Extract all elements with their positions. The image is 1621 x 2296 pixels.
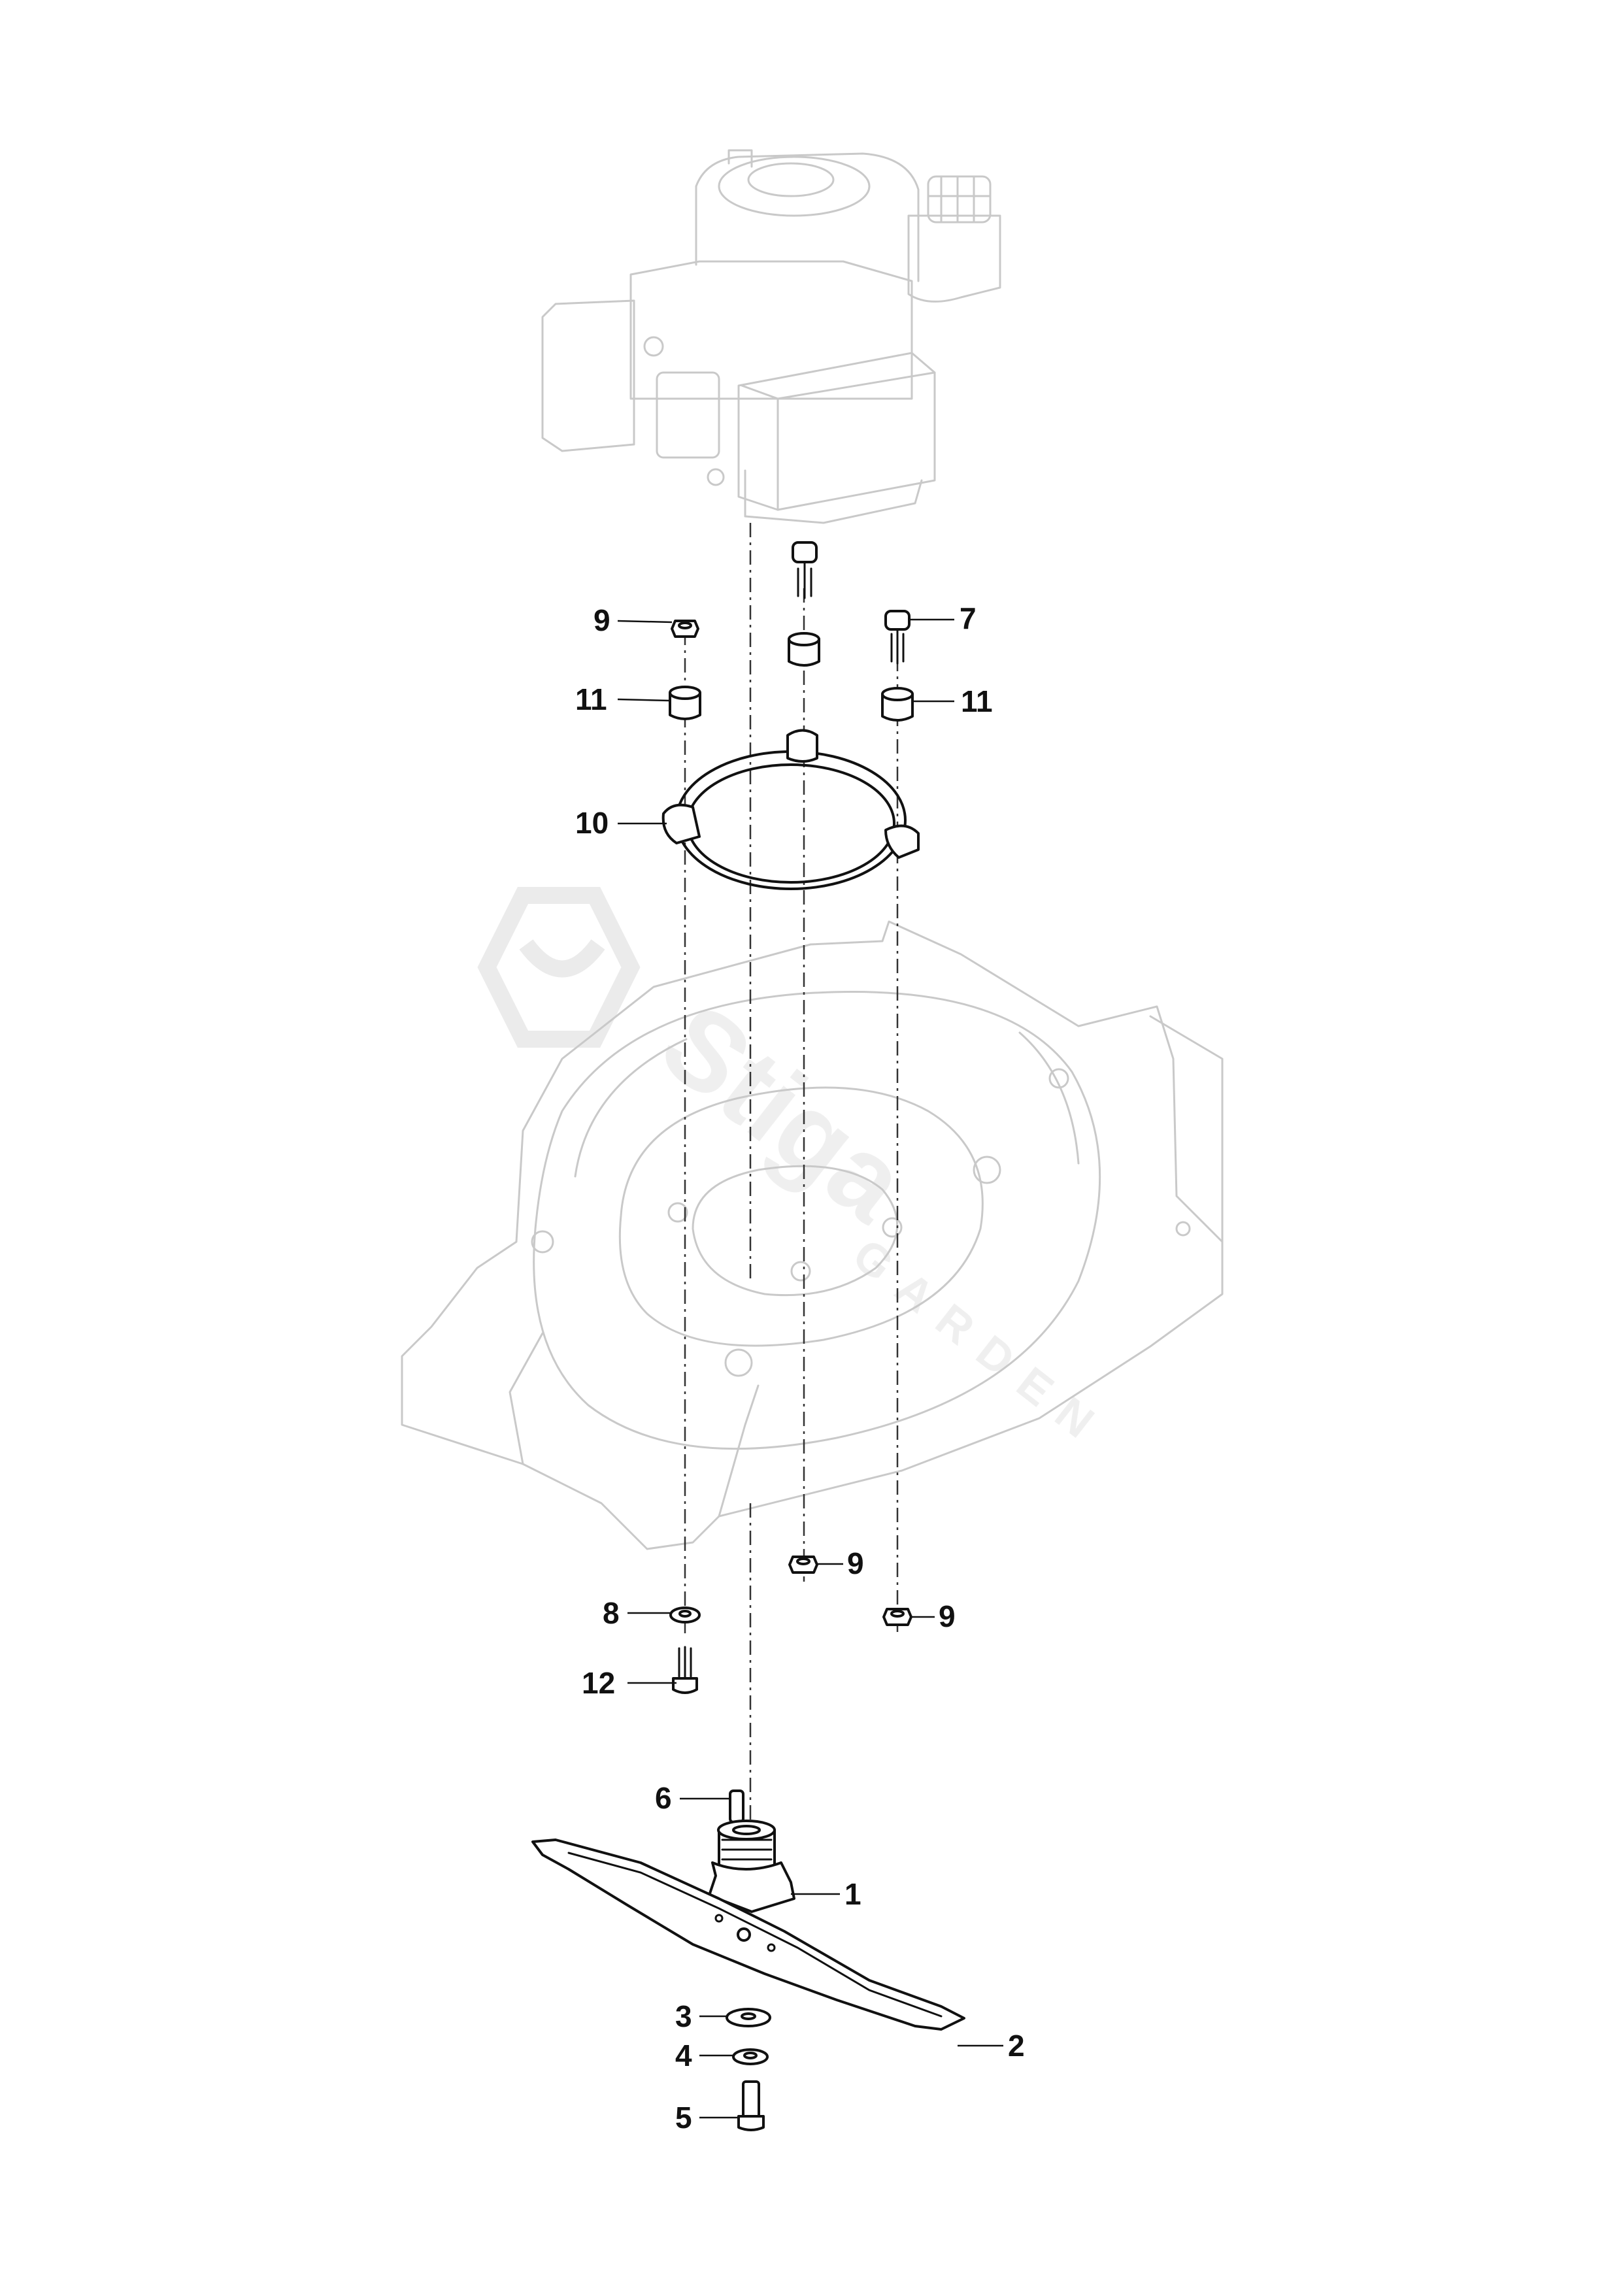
deck-hole-3 <box>790 1261 811 1282</box>
nut-top-hole <box>678 622 692 629</box>
blade-adapter-bore <box>732 1825 761 1835</box>
pin-6 <box>729 1789 744 1823</box>
callout-7: 7 <box>960 601 977 635</box>
deck-center-opening <box>692 1165 899 1297</box>
callout-10: 10 <box>575 806 609 840</box>
engine-filter-edge <box>741 371 936 400</box>
callout-11-left: 11 <box>575 682 607 716</box>
callout-9-right: 9 <box>939 1599 956 1633</box>
mount-parts <box>661 541 920 890</box>
engine-bolt-2 <box>707 468 725 486</box>
nut-right-hole <box>890 1610 905 1618</box>
engine-ghost <box>541 149 1001 524</box>
callout-9-mid: 9 <box>847 1546 864 1580</box>
callout-8: 8 <box>603 1596 620 1630</box>
deck-hole-4 <box>973 1156 1001 1184</box>
callout-5: 5 <box>675 2101 692 2135</box>
callouts: 9 11 11 7 10 9 9 8 12 6 1 2 3 4 5 <box>575 601 1025 2135</box>
mower-deck-ghost <box>401 920 1224 1550</box>
deck-hole-8 <box>1175 1221 1191 1237</box>
callout-11-right: 11 <box>961 684 993 718</box>
bolt-5-head <box>737 2115 765 2131</box>
bolt-5-shank <box>742 2080 760 2119</box>
spacer-11-right <box>881 693 914 722</box>
engine-carb <box>656 371 720 459</box>
engine-air-filter <box>737 352 936 511</box>
engine-top-cover <box>718 156 871 217</box>
watermark-logo-mark <box>519 939 605 978</box>
spacer-center-top <box>788 632 820 646</box>
fuel-cap-icon <box>927 175 992 224</box>
callout-9-top: 9 <box>593 603 610 637</box>
mount-ring-outer <box>675 750 907 890</box>
watermark-logo-icon <box>477 887 641 1048</box>
fuel-cap-ridges <box>927 175 992 224</box>
blade-hole-2 <box>767 1943 776 1952</box>
callout-6: 6 <box>655 1781 672 1815</box>
deck-hole-7 <box>1048 1068 1069 1089</box>
leader-lines <box>617 618 1003 2119</box>
blade-hole-center <box>737 1927 751 1942</box>
deck-hole-1 <box>667 1202 688 1223</box>
leader-9-top <box>617 620 673 624</box>
callout-12: 12 <box>582 1666 615 1700</box>
callout-4: 4 <box>675 2038 692 2072</box>
deck-chute <box>718 1384 760 1518</box>
lower-parts <box>531 1556 965 2131</box>
callout-1: 1 <box>844 1877 861 1911</box>
spacer-center <box>788 638 820 667</box>
mount-ring-lug-right <box>884 824 920 859</box>
deck-hole-5 <box>531 1230 554 1254</box>
watermark-brand: Stiga <box>639 980 930 1245</box>
washer-3-hole <box>741 2012 756 2020</box>
deck-dome <box>533 991 1101 1450</box>
watermark-tagline: GARDEN <box>844 1229 1118 1459</box>
mount-ring-lug-left <box>661 803 701 844</box>
leader-11-left <box>617 698 671 702</box>
deck-outline <box>401 920 1224 1550</box>
engine-top-cap <box>747 162 835 197</box>
nut-mid-hole <box>796 1557 811 1565</box>
engine-base <box>744 469 923 524</box>
engine-tab <box>727 149 753 168</box>
bolt-top-head <box>792 541 818 563</box>
watermark: Stiga GARDEN <box>477 887 1118 1459</box>
engine-upper-housing <box>695 152 920 282</box>
blade-adapter-ridges <box>721 1838 773 1861</box>
washer-4-hole <box>743 2052 758 2059</box>
mower-blade-edge <box>567 1852 943 2018</box>
engine-fuel-tank <box>907 214 1001 303</box>
washer-8-hole <box>678 1610 692 1618</box>
deck-side-wall <box>509 1332 544 1465</box>
blade-hole-1 <box>714 1914 724 1923</box>
spacer-11-left-top <box>669 686 701 700</box>
blade-adapter-base <box>708 1861 795 1913</box>
bolt-12-head <box>672 1677 698 1694</box>
deck-rear-wall <box>1149 1015 1224 1243</box>
engine-muffler <box>541 299 635 452</box>
mount-ring-lug-top <box>786 729 818 763</box>
mount-ring-inner <box>686 763 895 884</box>
spacer-11-right-top <box>881 687 914 701</box>
callout-2: 2 <box>1008 2029 1025 2063</box>
callout-3: 3 <box>675 1999 692 2033</box>
spacer-11-left <box>669 691 701 720</box>
engine-bolt-1 <box>643 336 664 357</box>
deck-hole-2 <box>882 1217 903 1238</box>
deck-hole-6 <box>724 1348 753 1377</box>
engine-block <box>629 260 913 400</box>
bolt-7-head <box>884 610 911 631</box>
deck-inner-ring <box>618 1086 984 1347</box>
